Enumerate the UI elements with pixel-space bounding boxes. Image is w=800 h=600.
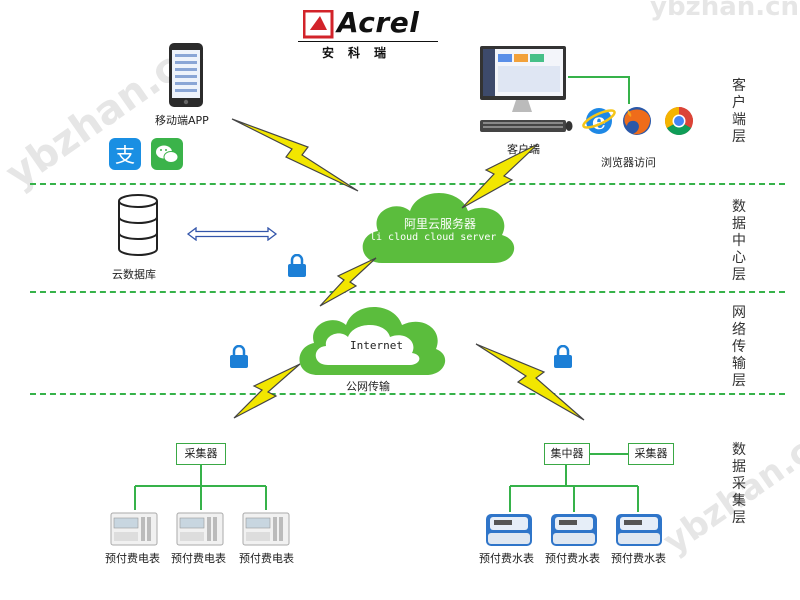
water-meter-label: 预付费水表	[479, 552, 534, 565]
cloud-server-icon	[362, 193, 515, 263]
layer-label-datacenter: 数据中心层	[732, 199, 746, 283]
water-meter-label: 预付费水表	[545, 552, 600, 565]
layer-label-client: 客户端层	[732, 78, 746, 145]
separator-2	[30, 291, 785, 293]
ie-icon: e	[582, 108, 616, 135]
lightning-bolt-icon	[475, 343, 585, 421]
cloud-database-label: 云数据库	[112, 268, 156, 281]
lightning-bolt-icon	[233, 363, 301, 419]
water-meter-label: 预付费水表	[611, 552, 666, 565]
watermark-top-right: ybzhan.cn	[650, 0, 800, 22]
pc-client-label: 客户端	[507, 143, 540, 156]
brand-name: Acrel	[337, 6, 420, 39]
lock-icon	[288, 254, 306, 277]
public-network-label: 公网传输	[346, 380, 390, 393]
alipay-icon: 支	[109, 138, 141, 170]
water-meter-icon	[551, 514, 597, 546]
lightning-bolt-icon	[461, 143, 539, 209]
cloud-server-title: 阿里云服务器	[404, 217, 477, 231]
collector2-box: 采集器	[628, 443, 674, 465]
internet-cloud-icon	[299, 307, 446, 375]
brand-logo-icon	[303, 10, 334, 39]
brand-underline	[298, 41, 438, 42]
chrome-icon	[665, 107, 693, 135]
concentrator-box: 集中器	[544, 443, 590, 465]
water-meter-icon	[486, 514, 532, 546]
brand-subtitle: 安科瑞	[322, 46, 401, 60]
water-meter-icon	[616, 514, 662, 546]
separator-3	[30, 393, 785, 395]
electric-meter-label: 预付费电表	[239, 552, 294, 565]
lightning-bolt-icon	[319, 257, 377, 307]
separator-1	[30, 183, 785, 185]
electric-connector-lines	[134, 464, 267, 510]
electric-meter-label: 预付费电表	[105, 552, 160, 565]
water-connector-lines	[509, 464, 639, 512]
svg-text:支: 支	[115, 143, 135, 167]
concentrator-link-line	[590, 453, 628, 455]
cloud-database-icon	[118, 194, 158, 256]
lock-icon	[554, 345, 572, 368]
watermark-bottom-right: ybzhan.cn	[656, 417, 800, 563]
collector-box: 采集器	[176, 443, 226, 465]
internet-label: Internet	[350, 339, 403, 352]
cloud-server-subtitle: li cloud cloud server	[370, 232, 497, 243]
browser-link-line	[568, 76, 630, 104]
electric-meter-label: 预付费电表	[171, 552, 226, 565]
mobile-app-label: 移动端APP	[155, 114, 209, 127]
electric-meter-icon	[110, 512, 158, 546]
double-arrow-icon	[186, 227, 278, 241]
mobile-phone-icon	[169, 43, 203, 107]
browser-access-label: 浏览器访问	[601, 156, 656, 169]
desktop-computer-icon	[480, 46, 573, 132]
lock-icon	[230, 345, 248, 368]
firefox-icon	[623, 107, 651, 135]
layer-label-collection: 数据采集层	[732, 442, 746, 526]
lightning-bolt-icon	[231, 118, 359, 192]
wechat-icon	[151, 138, 183, 170]
electric-meter-icon	[242, 512, 290, 546]
electric-meter-icon	[176, 512, 224, 546]
layer-label-network: 网络传输层	[732, 305, 746, 389]
